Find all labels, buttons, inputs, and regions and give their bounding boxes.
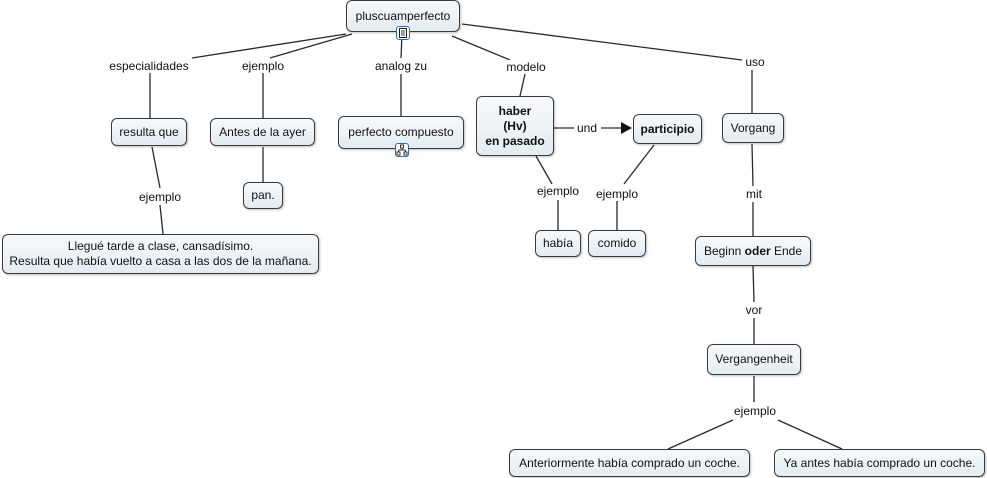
- document-icon[interactable]: [396, 26, 410, 40]
- line-root-uso: [461, 23, 743, 61]
- node-antes-de-la-ayer[interactable]: Antes de la ayer: [210, 118, 315, 146]
- node-anteriormente[interactable]: Anteriormente había comprado un coche.: [509, 449, 750, 477]
- line-participio-ejemplo: [623, 144, 655, 185]
- link-ejemplo-resulta: ejemplo: [136, 190, 184, 204]
- line-modelo-haber: [519, 73, 526, 97]
- link-analog-zu: analog zu: [372, 59, 430, 73]
- node-haber[interactable]: haber (Hv) en pasado: [476, 96, 554, 156]
- node-ya-antes[interactable]: Ya antes había comprado un coche.: [774, 449, 985, 477]
- line-root-ejemplo: [269, 33, 353, 59]
- line-root-especialidades: [191, 33, 347, 59]
- line-haber-ejemplo: [535, 155, 553, 185]
- node-beginn-oder-ende[interactable]: Beginn oder Ende: [695, 236, 811, 266]
- link-ejemplo-haber: ejemplo: [534, 184, 582, 198]
- link-especialidades: especialidades: [107, 59, 191, 73]
- node-habia[interactable]: había: [535, 230, 581, 257]
- oder-text: oder: [744, 243, 771, 258]
- line-vorgang-mit: [751, 143, 754, 187]
- arrowhead-und-participio: [621, 122, 632, 134]
- beginn-text: Beginn: [703, 243, 745, 258]
- node-vorgang[interactable]: Vorgang: [722, 113, 784, 143]
- node-vergangenheit[interactable]: Vergangenheit: [707, 344, 801, 375]
- node-example-sentence[interactable]: Llegué tarde a clase, cansadísimo. Resul…: [2, 234, 319, 274]
- link-uso: uso: [743, 55, 767, 69]
- node-pan[interactable]: pan.: [243, 182, 283, 209]
- link-ejemplo-antes: ejemplo: [239, 59, 287, 73]
- link-ejemplo-participio: ejemplo: [593, 187, 641, 201]
- ende-text: Ende: [770, 243, 803, 258]
- line-root-modelo: [451, 35, 511, 61]
- line-ejemplo-yaantes: [777, 419, 843, 450]
- node-comido[interactable]: comido: [588, 230, 646, 257]
- submap-icon[interactable]: [395, 143, 409, 157]
- line-ejemplo-anteriormente: [667, 419, 734, 450]
- link-modelo: modelo: [504, 60, 548, 74]
- line-resulta-ejemplo: [151, 146, 161, 189]
- link-und: und: [574, 121, 600, 135]
- link-mit: mit: [744, 187, 764, 201]
- line-beginn-vor: [752, 265, 755, 303]
- link-ejemplo-vergangenheit: ejemplo: [731, 404, 779, 418]
- link-vor: vor: [743, 303, 765, 317]
- node-resulta-que[interactable]: resulta que: [111, 118, 187, 146]
- node-participio[interactable]: participio: [633, 114, 702, 144]
- line-ejemplo-sentence: [159, 204, 164, 235]
